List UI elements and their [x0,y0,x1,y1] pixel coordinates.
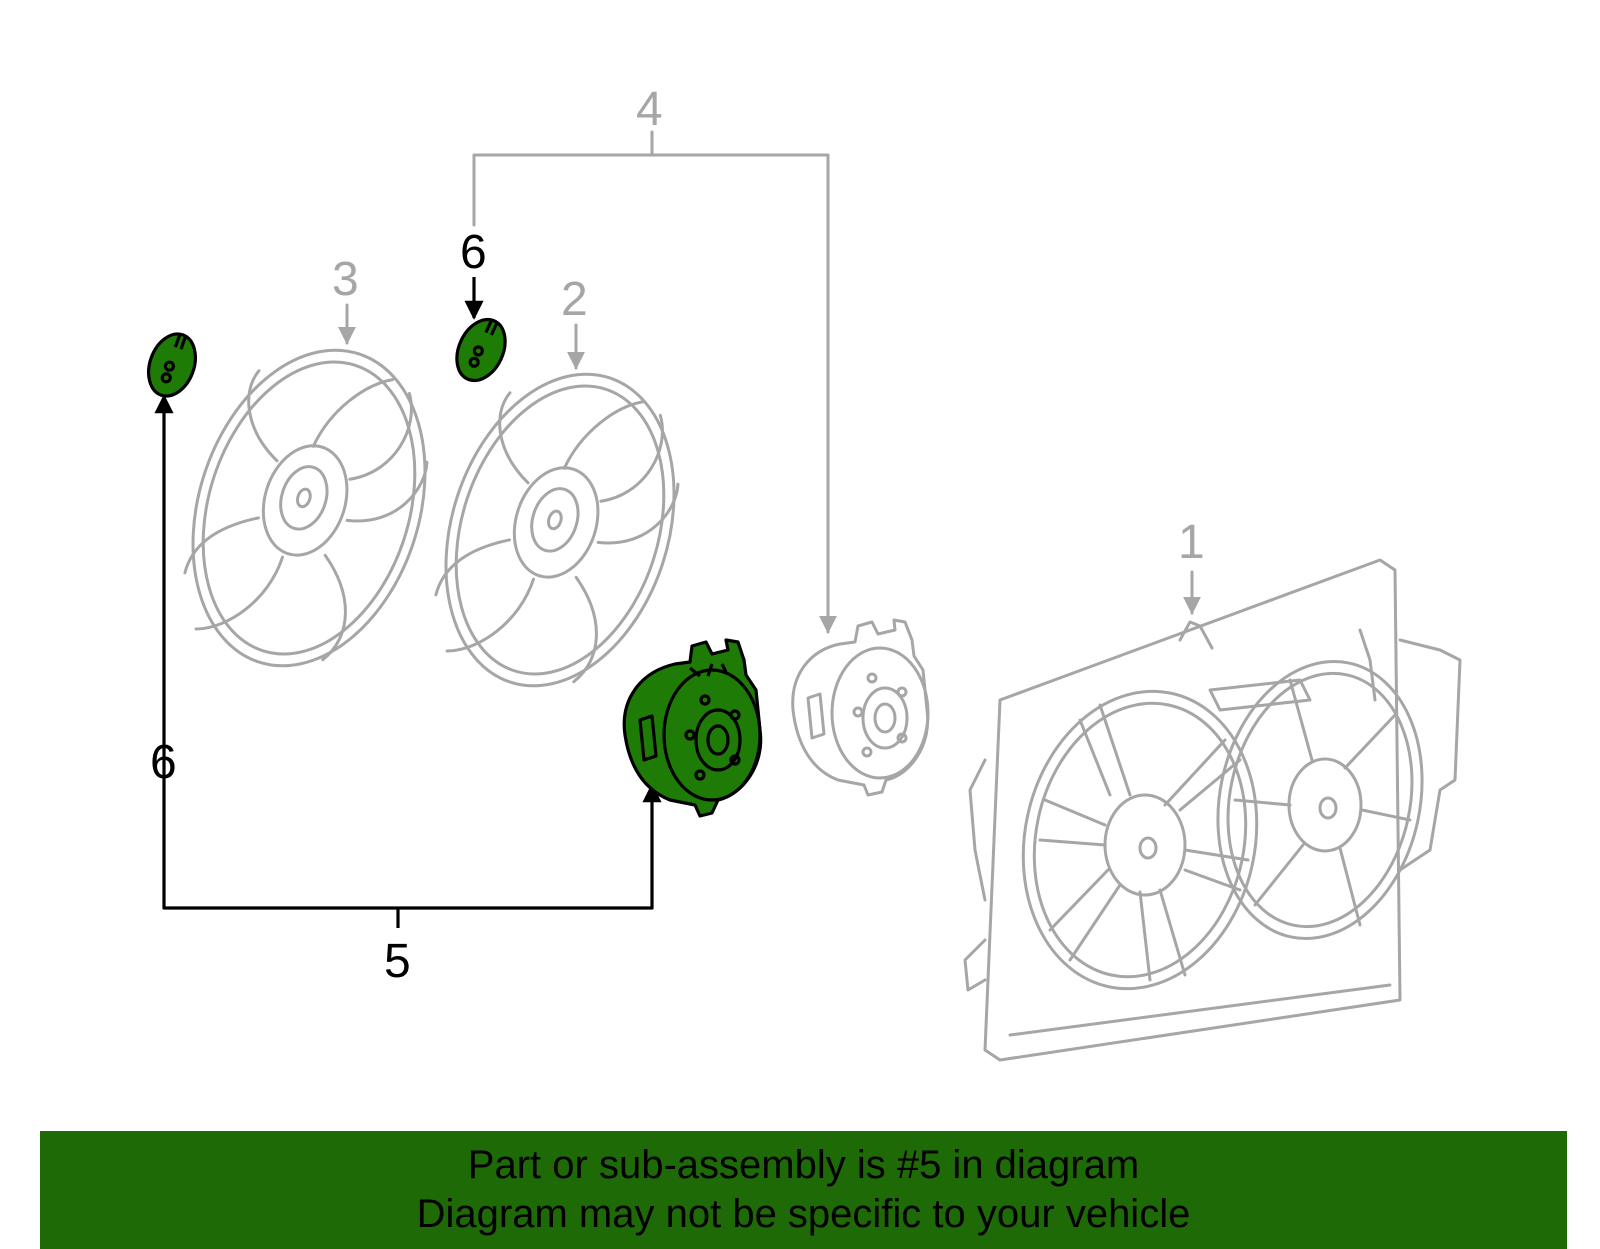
callout-6-top: 6 [460,226,487,279]
callout-5-leader [154,394,662,928]
callout-1: 1 [1178,516,1205,569]
fan-motor-4 [791,618,930,797]
callout-4-leader [472,130,837,634]
fan-shroud-1 [963,558,1462,1062]
nut-top [455,317,507,383]
fan-motor-5 [622,638,763,818]
parts-diagram: 4 6 3 2 1 6 5 [147,83,1462,1062]
fan-blade-3 [183,348,429,668]
callout-6-left: 6 [150,736,177,789]
nut-left [147,332,197,398]
fan-blade-2 [434,372,680,688]
callout-3: 3 [332,253,359,306]
callout-5: 5 [384,935,411,988]
banner-line-2: Diagram may not be specific to your vehi… [416,1192,1191,1236]
callout-2: 2 [561,273,588,326]
banner-line-1: Part or sub-assembly is #5 in diagram [467,1143,1140,1187]
info-banner: Part or sub-assembly is #5 in diagram Di… [40,1131,1567,1249]
callout-4: 4 [636,83,663,136]
